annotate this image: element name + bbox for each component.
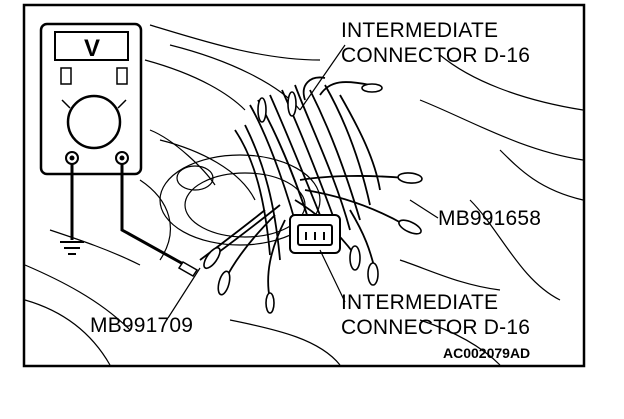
meter-unit-label: V [84, 35, 100, 62]
ground-symbol-icon [60, 241, 84, 255]
intermediate-connector-top-label-line1: INTERMEDIATE [341, 19, 499, 42]
intermediate-connector-top-label-line2: CONNECTOR D-16 [341, 44, 531, 67]
probe-tip-icon [177, 261, 199, 277]
intermediate-connector-bottom-label-line1: INTERMEDIATE [341, 291, 499, 314]
engine-bay-sketch [24, 24, 584, 366]
intermediate-connector-bottom-label-line2: CONNECTOR D-16 [341, 316, 531, 339]
figure-code: AC002079AD [443, 345, 531, 361]
voltmeter [39, 22, 143, 176]
meter-leads [70, 164, 186, 267]
intermediate-connector-d16 [289, 214, 341, 254]
mb991709-label: MB991709 [90, 314, 194, 337]
mb991658-label: MB991658 [438, 207, 542, 230]
harness-clips [203, 83, 423, 314]
leader-lines [167, 44, 439, 319]
